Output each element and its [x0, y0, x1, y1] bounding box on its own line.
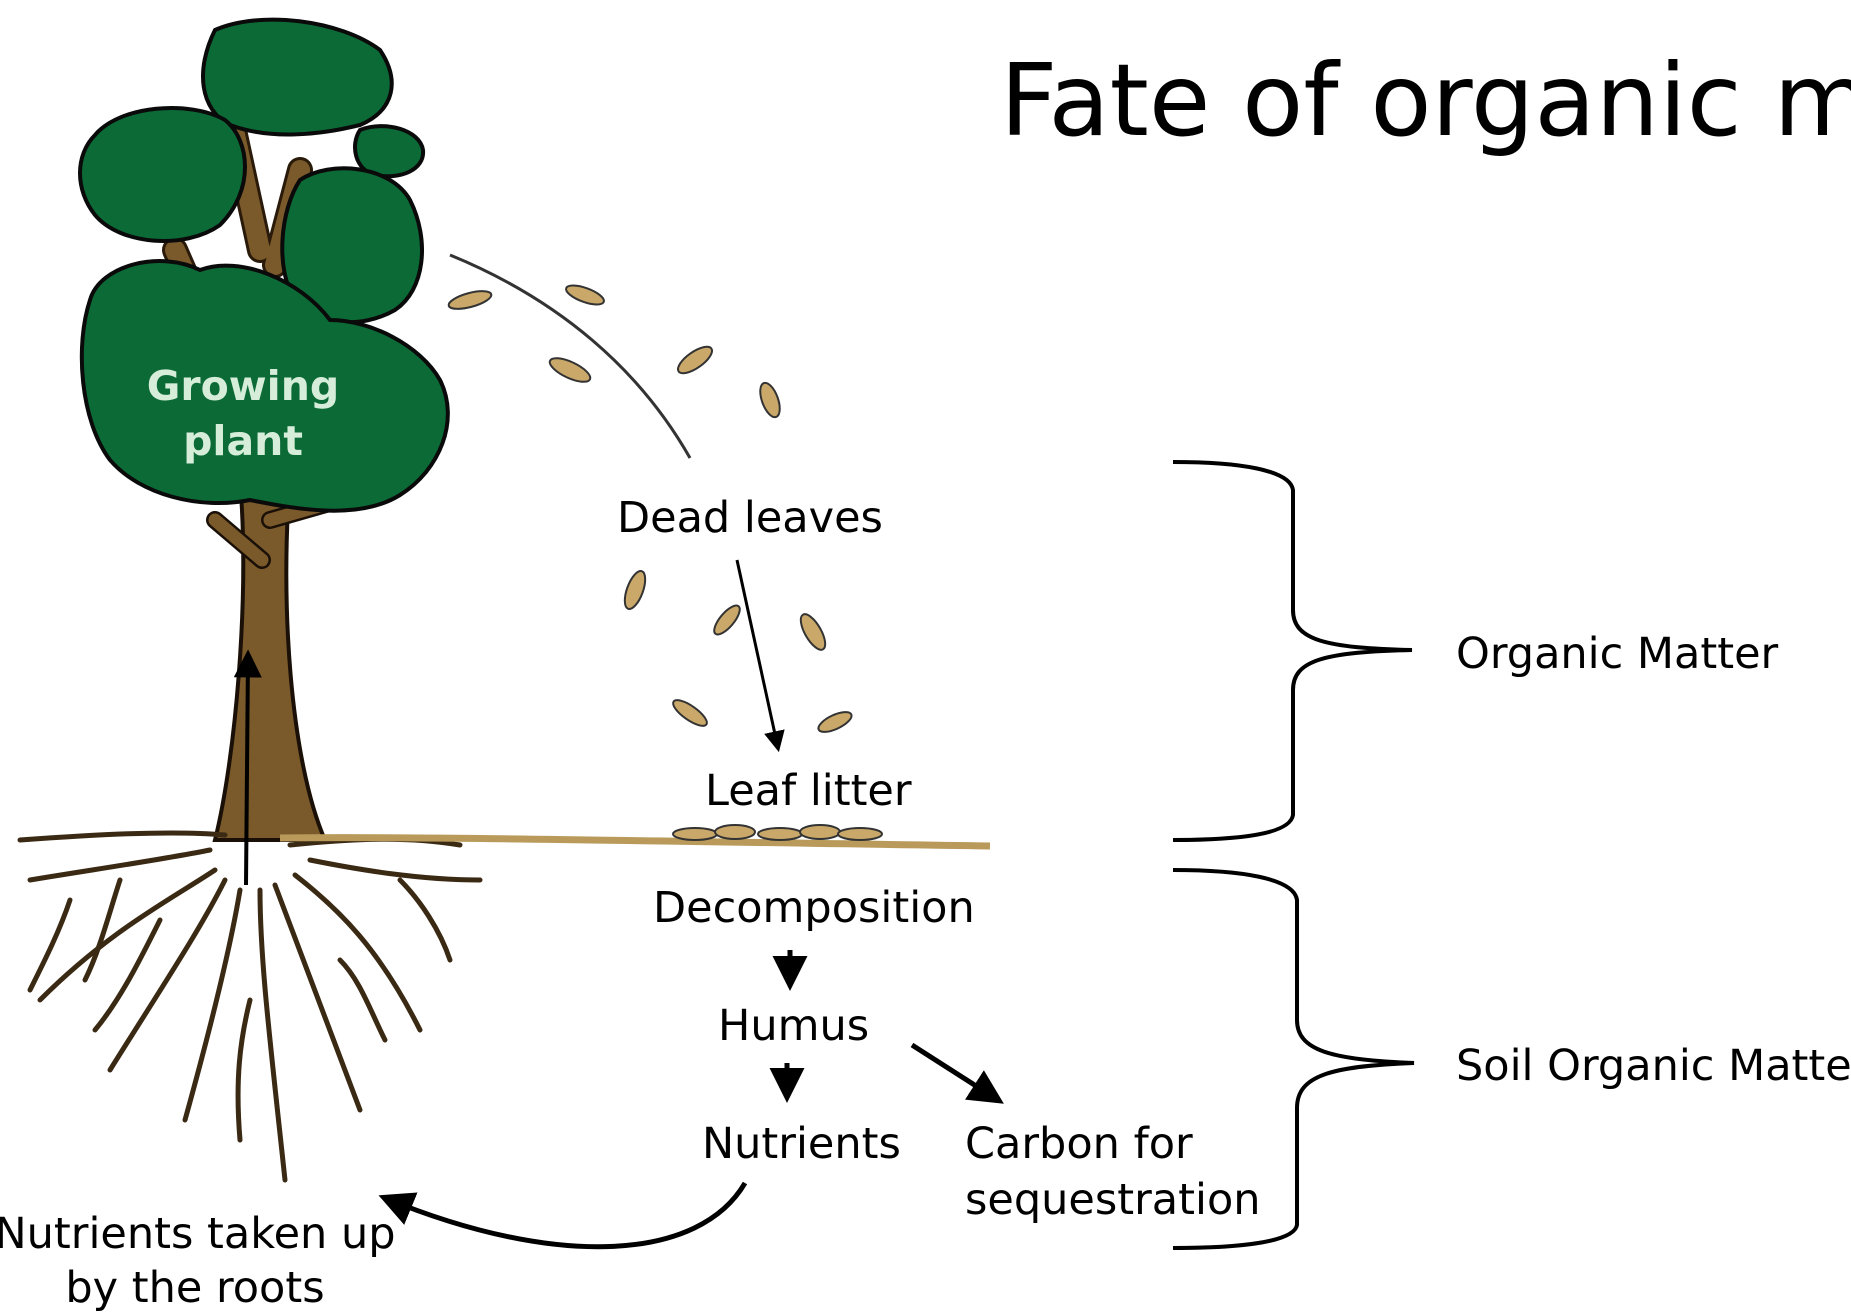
label-carbon-line1: Carbon for — [965, 1119, 1193, 1169]
label-roots-line2: by the roots — [65, 1263, 324, 1312]
growing-plant-illustration: Growing plant — [20, 20, 480, 1180]
label-decomposition: Decomposition — [653, 883, 975, 933]
slide-title: Fate of organic ma — [1000, 42, 1851, 159]
arrow-dead-to-litter — [737, 560, 778, 748]
tree-roots — [20, 833, 480, 1180]
label-carbon-line2: sequestration — [965, 1175, 1261, 1225]
label-organic-matter: Organic Matter — [1456, 629, 1779, 679]
plant-label-line1: Growing — [147, 362, 340, 410]
label-leaf-litter: Leaf litter — [705, 766, 912, 816]
arrow-humus-to-carbon — [912, 1045, 998, 1100]
label-roots-line1: Nutrients taken up — [0, 1209, 396, 1259]
label-nutrients: Nutrients — [702, 1119, 901, 1169]
ground-line — [280, 838, 990, 846]
plant-label-line2: plant — [183, 417, 303, 465]
label-humus: Humus — [718, 1001, 869, 1051]
leaf-litter-pile — [673, 825, 882, 840]
label-dead-leaves: Dead leaves — [617, 493, 883, 543]
arrow-nutrients-to-roots — [385, 1183, 745, 1247]
nutrient-uptake-arrow — [246, 655, 248, 885]
organic-matter-brace — [1173, 462, 1412, 840]
label-soil-organic-matter: Soil Organic Matter — [1456, 1041, 1851, 1091]
